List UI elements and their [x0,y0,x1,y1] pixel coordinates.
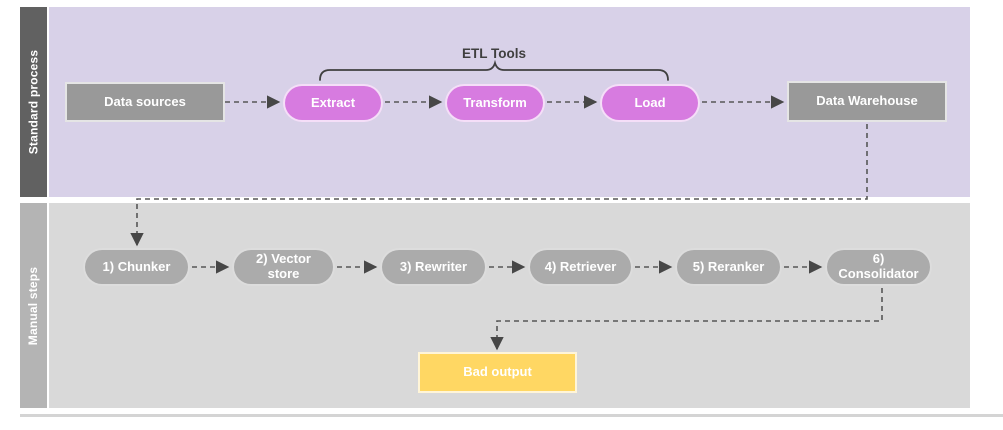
lane-standard-process-label: Standard process [26,49,41,155]
node-consolidator: 6) Consolidator [825,248,932,286]
node-retriever: 4) Retriever [528,248,633,286]
etl-tools-annotation: ETL Tools [462,46,526,61]
node-vector-store: 2) Vector store [232,248,335,286]
node-data-sources: Data sources [65,82,225,122]
lane-manual-steps-label: Manual steps [26,266,41,345]
node-reranker: 5) Reranker [675,248,782,286]
lane-manual-steps-header: Manual steps [20,203,47,408]
node-rewriter: 3) Rewriter [380,248,487,286]
node-transform: Transform [445,84,545,122]
node-load: Load [600,84,700,122]
lane-standard-process-header: Standard process [20,7,47,197]
node-data-warehouse: Data Warehouse [787,81,947,122]
node-bad-output: Bad output [418,352,577,393]
node-extract: Extract [283,84,383,122]
bottom-divider-line [20,414,1003,417]
node-chunker: 1) Chunker [83,248,190,286]
